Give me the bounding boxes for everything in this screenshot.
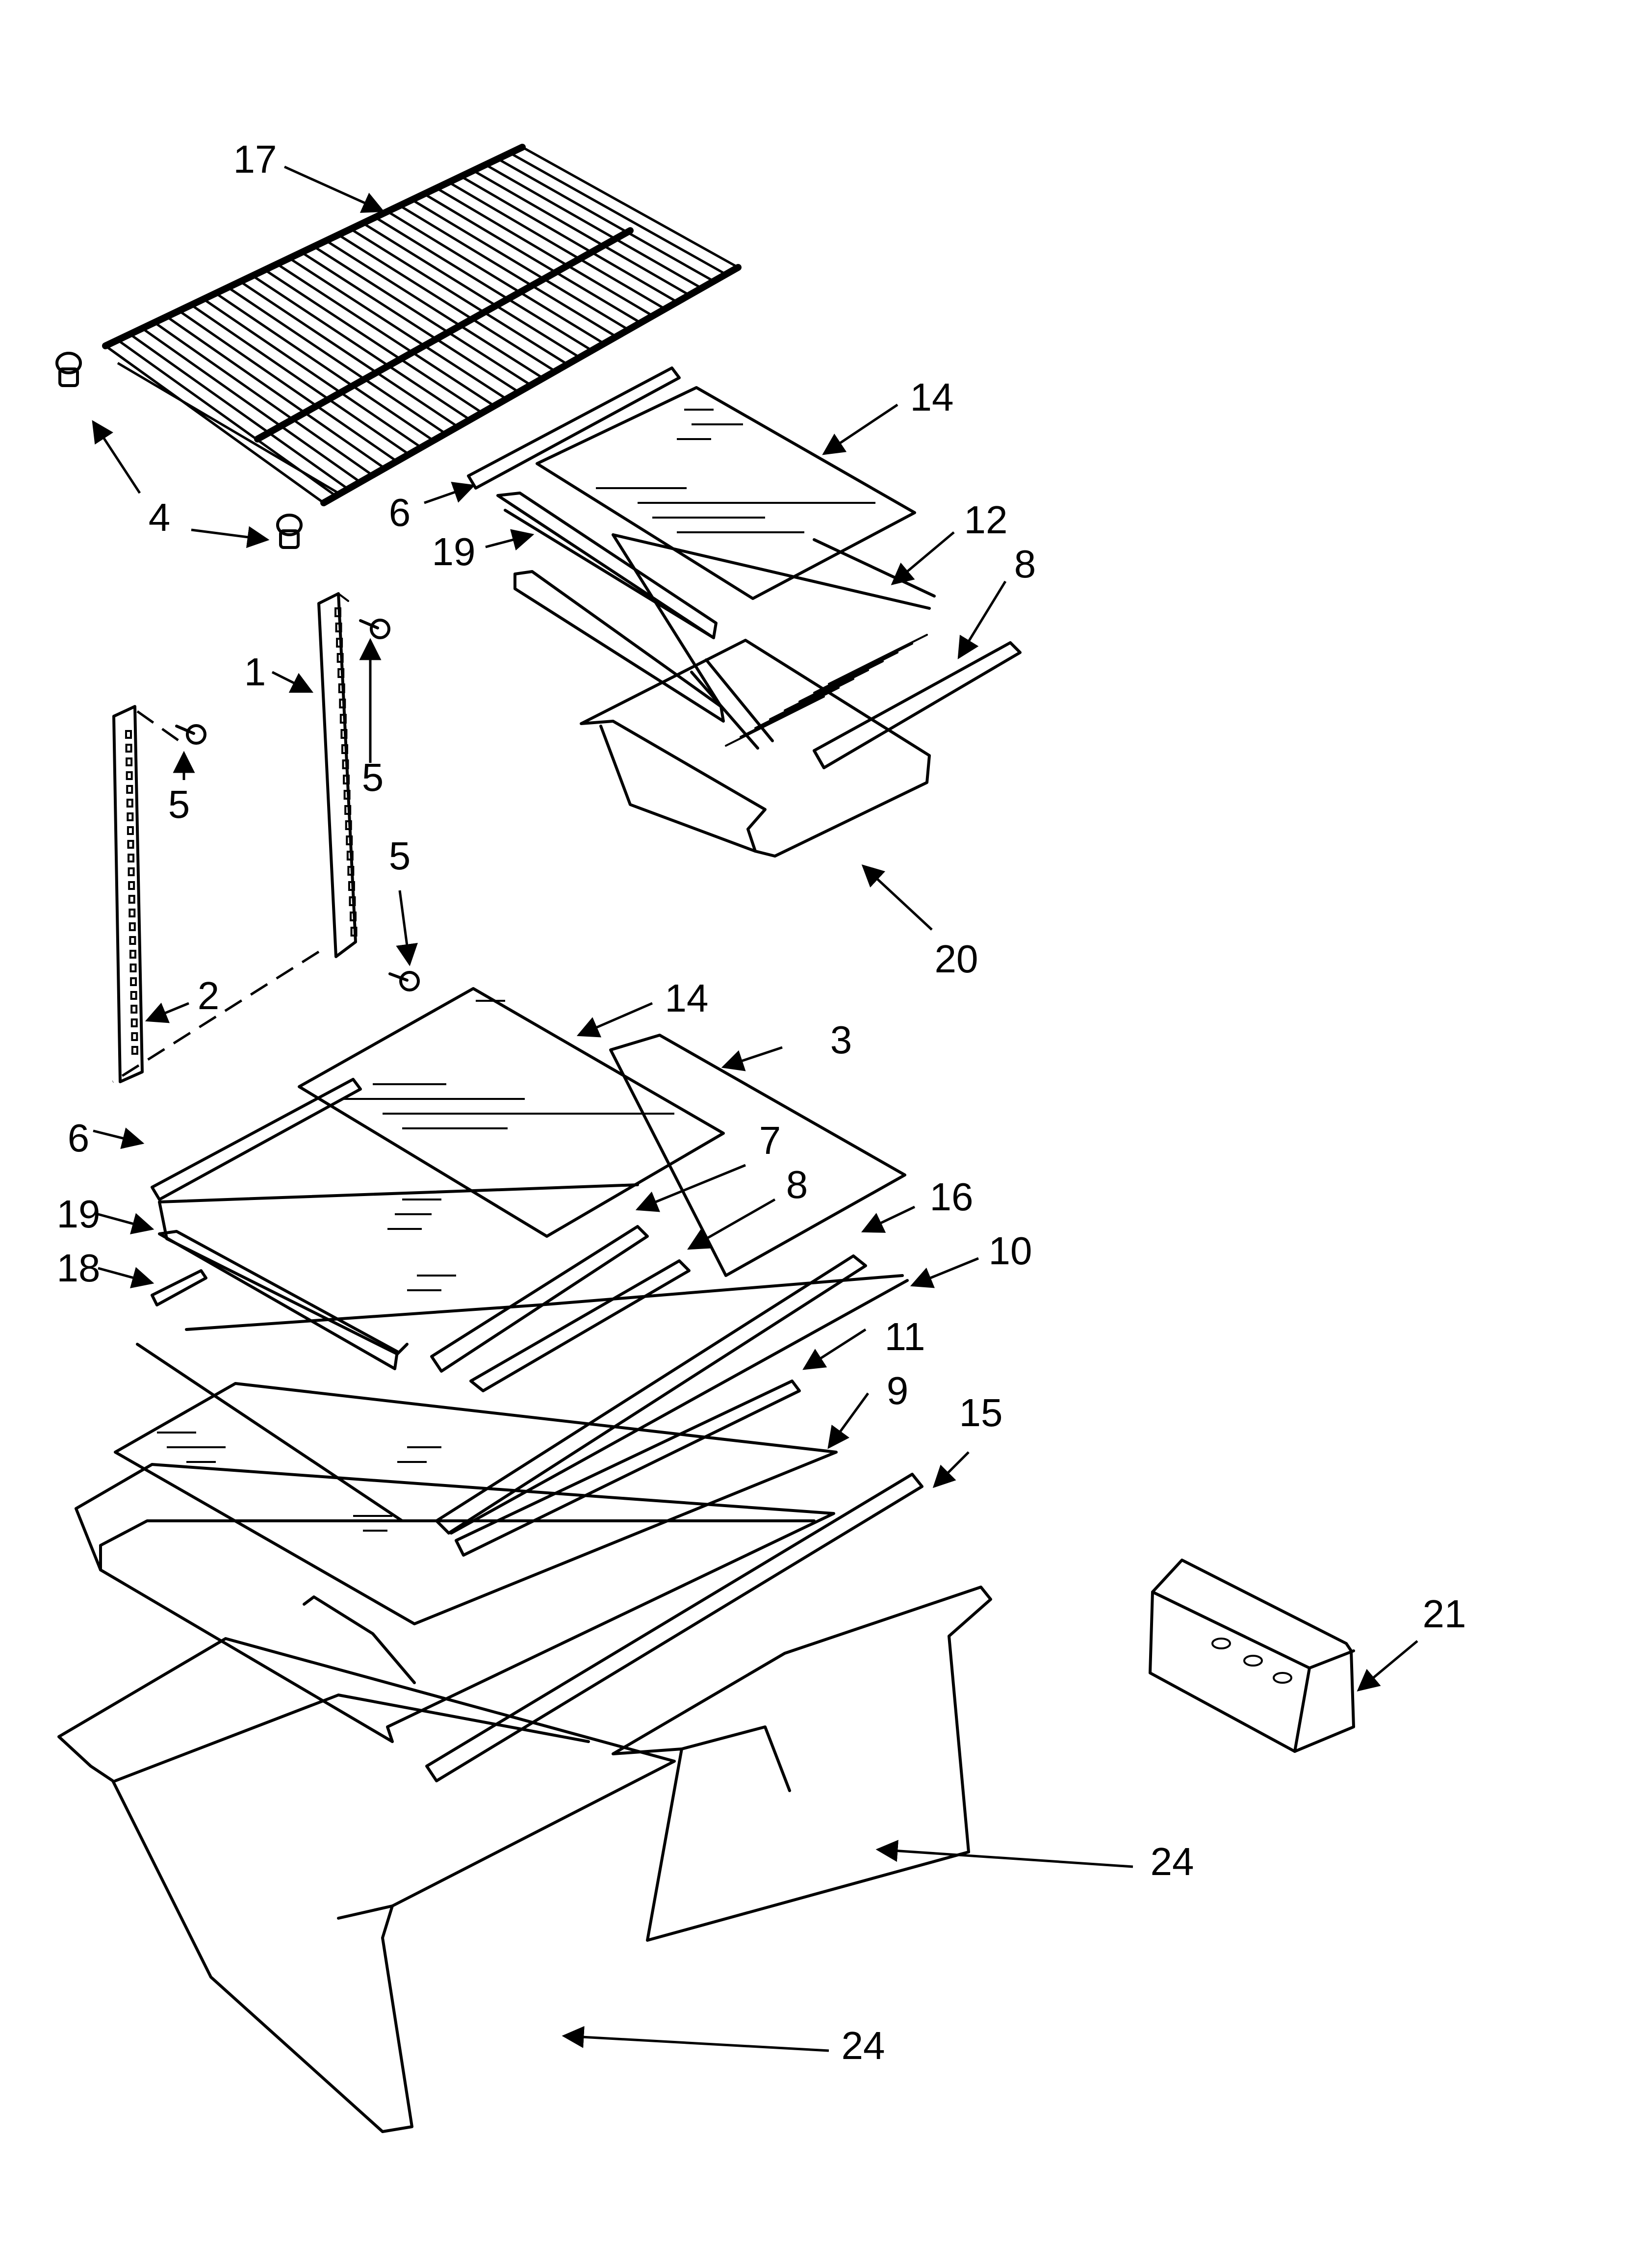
crisper-drawer-part-24-left [57, 1637, 676, 2133]
front-trim-part-6-lower [151, 1078, 362, 1201]
callout-19-upper: 19 [432, 530, 476, 574]
callout-14-upper: 14 [910, 375, 954, 419]
callout-19-lower: 19 [56, 1192, 101, 1236]
alignment-dashed-line [112, 950, 320, 1083]
door-bin-part-21 [1149, 1559, 1355, 1753]
middle-glass-shelf-part-14 [298, 987, 725, 1238]
crisper-cover-part-8-lower [469, 1259, 691, 1392]
callout-18: 18 [56, 1246, 101, 1290]
frame-part-19-upper [496, 492, 718, 639]
callout-7: 7 [759, 1119, 781, 1162]
upper-glass-shelf-part-14 [536, 386, 916, 600]
callout-21: 21 [1422, 1592, 1466, 1636]
callout-5-left: 5 [168, 782, 190, 826]
shelf-rail-part-2 [112, 705, 180, 1083]
callout-9: 9 [886, 1369, 909, 1412]
callout-12: 12 [964, 498, 1008, 542]
bar-part-15 [425, 1473, 924, 1782]
divider-part-16 [435, 1254, 867, 1535]
callout-11: 11 [884, 1315, 925, 1358]
callout-15: 15 [959, 1391, 1003, 1434]
crisper-drawer-part-24-right [612, 1586, 992, 1942]
callout-5-mid: 5 [361, 756, 384, 799]
callout-17: 17 [233, 137, 277, 181]
shelf-rail-part-1 [317, 592, 358, 958]
glass-part-9 [114, 1382, 838, 1625]
callout-4: 4 [148, 495, 171, 539]
wire-shelf-part-17 [102, 144, 742, 506]
trim-part-7 [430, 1225, 649, 1373]
screw-part-5 [175, 619, 420, 991]
callout-24-left: 24 [841, 2024, 885, 2067]
callout-8-upper: 8 [1014, 542, 1036, 586]
callout-10: 10 [988, 1229, 1032, 1273]
callout-2: 2 [197, 974, 220, 1017]
shelf-stud-part-4 [55, 352, 303, 549]
support-part-18 [151, 1269, 207, 1306]
shelf-frame-part-19-lower [158, 1183, 639, 1370]
callout-8-lower: 8 [786, 1163, 808, 1206]
callout-24-right: 24 [1150, 1840, 1194, 1883]
crisper-glass-part-10 [136, 1274, 909, 1535]
crisper-pan-part-20 [580, 634, 931, 858]
leader-lines [92, 165, 1418, 2052]
front-trim-part-6-upper [467, 366, 681, 490]
callout-6-lower: 6 [67, 1116, 90, 1160]
crisper-frame-part-12 [513, 533, 936, 723]
glass-shelf-part-3 [609, 1034, 906, 1277]
callout-6-upper: 6 [388, 491, 411, 534]
callout-16: 16 [929, 1175, 974, 1219]
callout-1: 1 [244, 650, 266, 694]
callout-14-middle: 14 [665, 976, 709, 1020]
crisper-cover-part-8-upper [813, 641, 1022, 769]
callout-5-low: 5 [388, 834, 411, 878]
callout-20: 20 [934, 937, 978, 981]
callout-3: 3 [830, 1018, 852, 1062]
crisper-cover-frame [75, 1463, 835, 1743]
rail-part-11 [455, 1380, 801, 1557]
